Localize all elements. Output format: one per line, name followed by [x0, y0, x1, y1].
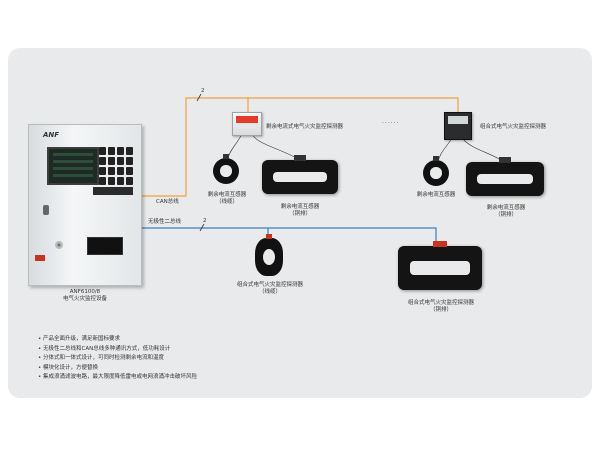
controller-caption: ANF6100/8 电气火灾监控设备 — [30, 289, 140, 303]
brand-logo: ANF — [43, 131, 60, 139]
controller-screen — [47, 147, 99, 185]
ct-cable-label-2: 剩余电流互感器 — [416, 192, 456, 198]
ct-copper-bar-2 — [466, 157, 544, 196]
combined-detector-unit — [444, 112, 472, 140]
controller-nameplate — [93, 187, 133, 195]
nonpolar-bus-break — [199, 223, 205, 232]
split-detector-unit — [232, 112, 262, 136]
ct-copper-label-1: 剩余电流互感器（铜排） — [280, 204, 320, 218]
combined-copper-label: 组合式电气火灾监控探测器（铜排） — [407, 300, 474, 314]
nonpolar-break-mark: 2 — [203, 218, 207, 224]
feature-item: 无极性二总线和CAN总线多种通讯方式，低功耗设计 — [38, 345, 197, 355]
controller-keypad — [99, 147, 133, 185]
lead-split-ring — [227, 133, 243, 159]
nonpolar-bus-label: 无极性二总线 — [148, 219, 182, 225]
ct-copper-label-2: 剩余电流互感器（铜排） — [486, 205, 526, 219]
feature-list: 产品全面升级，满足新国标要求 无极性二总线和CAN总线多种通讯方式，低功耗设计 … — [38, 335, 197, 383]
ellipsis-marker: ...... — [382, 118, 400, 125]
can-bus-break — [196, 93, 202, 102]
lead-combo-bar — [461, 137, 505, 163]
nonpolar-bus-line — [140, 227, 437, 244]
status-badge — [35, 255, 45, 261]
feature-item: 产品全面升级，满足新国标要求 — [38, 335, 197, 345]
ct-cable-ring-2 — [423, 156, 449, 186]
feature-item: 模块化设计，方便替换 — [38, 364, 197, 374]
door-lock — [43, 205, 49, 215]
can-bus-label: CAN总线 — [156, 199, 179, 205]
lead-combo-ring — [437, 137, 453, 163]
controller-name: 电气火灾监控设备 — [62, 296, 107, 303]
feature-item: 分体式和一体式设计，可同时检测剩余电流和温度 — [38, 354, 197, 364]
speaker-grille — [55, 241, 63, 249]
feature-item: 集成浪涌滤波电路，最大限度降低雷电或电网浪涌冲击破坏风险 — [38, 373, 197, 383]
combined-cable-label: 组合式电气火灾监控探测器（线缆） — [236, 282, 303, 296]
ct-cable-ring-1 — [213, 154, 239, 184]
controller-model: ANF6100/8 — [69, 289, 101, 295]
combined-copper-bar — [398, 241, 482, 290]
can-break-mark: 2 — [201, 88, 205, 94]
printer-slot — [87, 237, 123, 255]
can-bus-line — [140, 97, 459, 197]
combined-cable-ring — [255, 234, 283, 276]
ct-copper-bar-1 — [262, 155, 338, 194]
combined-detector-label: 组合式电气火灾监控探测器 — [480, 124, 547, 130]
split-detector-label: 剩余电流式电气火灾监控探测器 — [266, 124, 344, 130]
ct-cable-label-1: 剩余电流互感器（线缆） — [207, 192, 247, 206]
lead-split-bar — [251, 133, 301, 161]
fire-monitoring-controller: ANF — [28, 124, 142, 286]
